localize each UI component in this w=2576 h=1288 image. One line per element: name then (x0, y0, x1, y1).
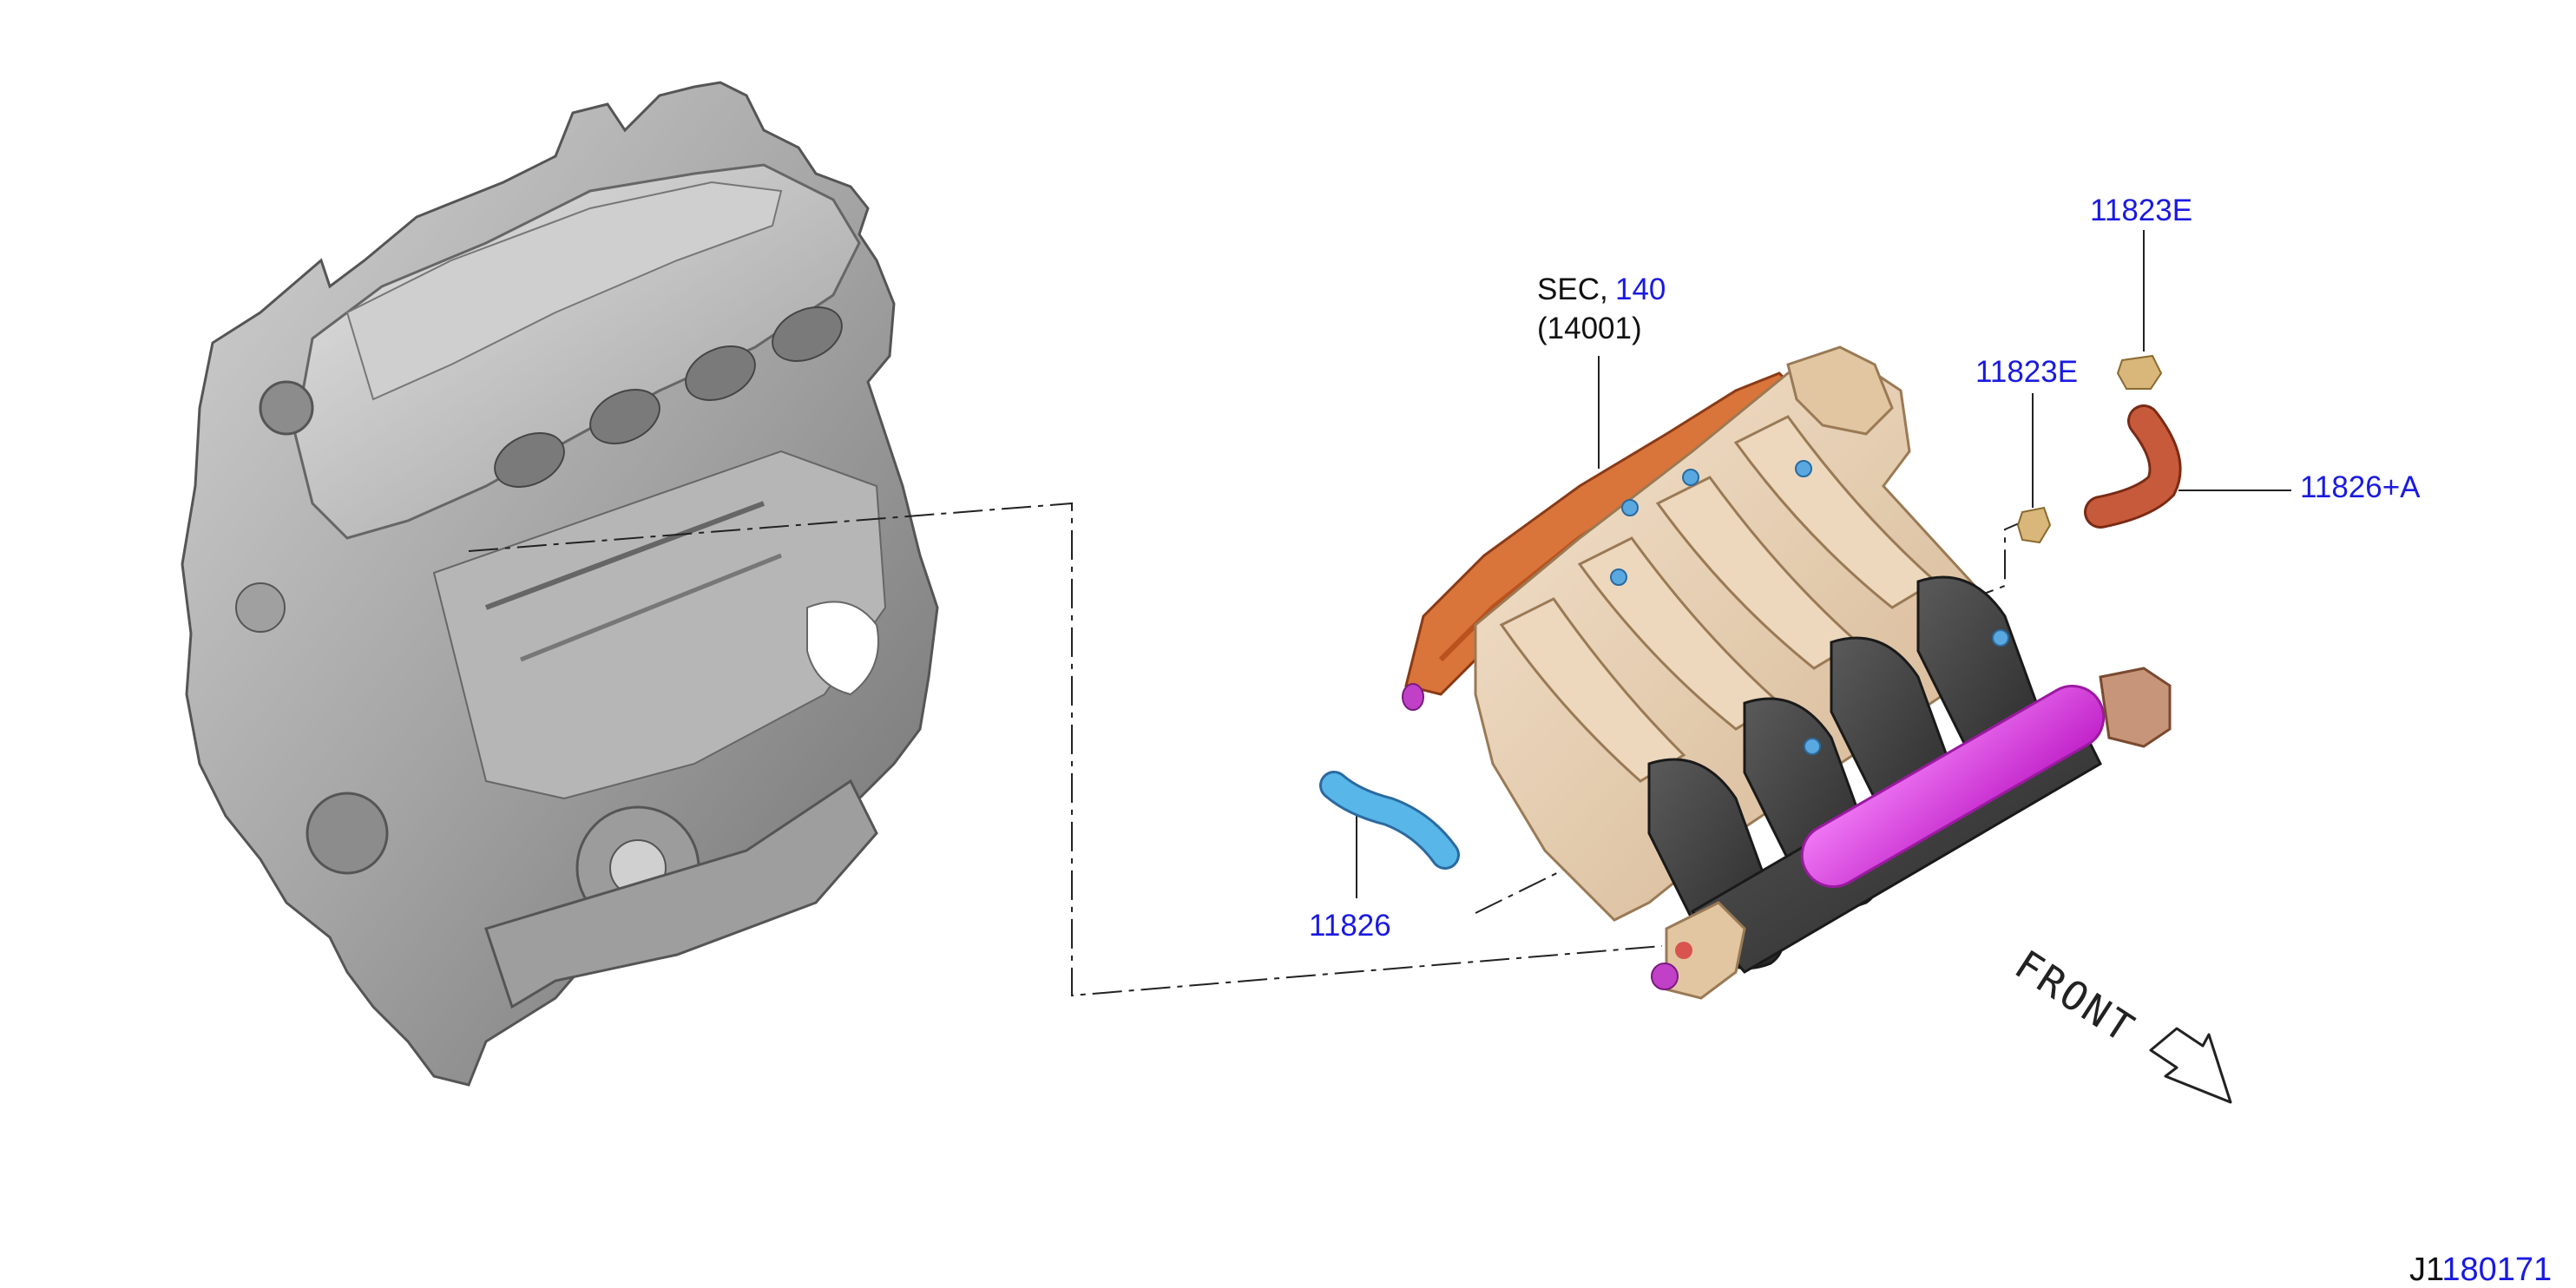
sec-part-label: (14001) (1537, 312, 1642, 345)
part-11826a-link[interactable]: 11826+A (2300, 470, 2421, 504)
leader-lines (468, 230, 2291, 997)
hose-11826-icon (1319, 771, 1460, 870)
part-11826-link[interactable]: 11826 (1309, 909, 1391, 943)
clamp-11823e-mid-icon (2016, 506, 2052, 544)
diagram-code-number: 180171 (2441, 1252, 2552, 1288)
diagram-code: J1180171 (2409, 1252, 2552, 1288)
clamp-11823e-top-icon (2116, 354, 2163, 390)
hose-11826a-icon (2084, 404, 2182, 529)
part-11823e-mid-link[interactable]: 11823E (1975, 355, 2078, 389)
sec-140-link[interactable]: 140 (1615, 273, 1666, 306)
engine-block-icon (181, 81, 939, 1087)
front-arrow-icon (2149, 1027, 2232, 1104)
front-label: FRONT (2007, 941, 2144, 1053)
diagram-code-prefix: J1 (2409, 1252, 2443, 1288)
part-11823e-top-link[interactable]: 11823E (2090, 194, 2192, 227)
intake-manifold-icon (1402, 345, 2172, 1000)
sec-prefix-label: SEC, (1537, 273, 1608, 306)
front-indicator: FRONT (2007, 941, 2232, 1104)
